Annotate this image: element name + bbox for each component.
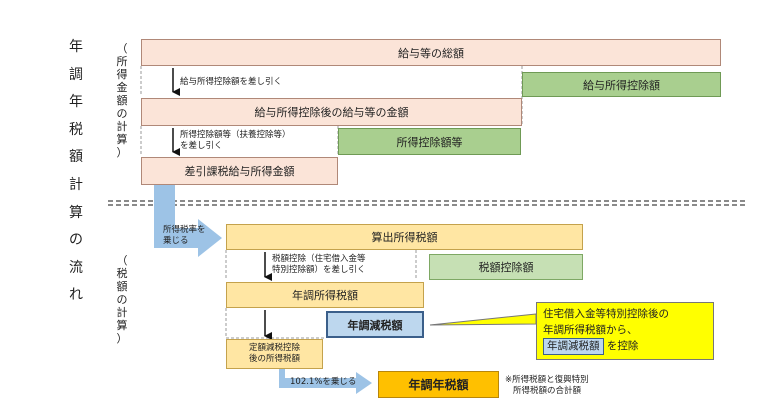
section-char: の [116, 293, 128, 306]
blue-arrow-rate [154, 185, 222, 257]
vertical-title: 年 調 年 税 額 計 算 の 流 れ [66, 34, 86, 310]
footnote-line: ※所得税額と復興特別 [505, 375, 589, 385]
note-line: 税額控除（住宅借入金等 [272, 254, 366, 264]
note-multiply-rate: 所得税率を 乗じる [163, 225, 206, 247]
after-fixed-reduction-box: 定額減税控除 後の所得税額 [226, 339, 323, 369]
note-subtract-salary-deduction: 給与所得控除額を差し引く [180, 77, 283, 87]
section-char: （ [116, 254, 128, 267]
section-char: 計 [116, 306, 128, 319]
footnote: ※所得税額と復興特別 所得税額の合計額 [505, 375, 589, 397]
note-line: 特別控除額）を差し引く [272, 265, 366, 275]
section-char: （ [116, 42, 128, 55]
salary-deduction-box: 給与所得控除額 [522, 72, 721, 97]
section-label-tax: （ 税 額 の 計 算 ） [114, 254, 130, 345]
salary-deduction-label: 給与所得控除額 [583, 78, 660, 92]
section-char: ） [116, 146, 128, 159]
title-char: 額 [69, 149, 83, 166]
annual-reduction-box: 年調減税額 [326, 311, 424, 338]
title-char: れ [69, 287, 83, 304]
callout-line: 住宅借入金等特別控除後の [543, 308, 669, 320]
section-char: 額 [116, 94, 128, 107]
title-char: 税 [69, 121, 83, 138]
callout-pointer [429, 313, 537, 326]
callout-line: 年調所得税額から、 [543, 324, 638, 336]
total-salary-box: 給与等の総額 [141, 39, 721, 66]
annual-income-tax-label: 年調所得税額 [292, 289, 358, 302]
taxable-income-box: 差引課税給与所得金額 [141, 157, 338, 185]
section-char: 金 [116, 81, 128, 94]
tax-credit-box: 税額控除額 [429, 254, 583, 280]
note-line: 所得税率を [163, 225, 206, 235]
final-tax-label: 年調年税額 [408, 378, 469, 392]
section-char: 額 [116, 280, 128, 293]
note-subtract-tax-credit: 税額控除（住宅借入金等 特別控除額）を差し引く [272, 254, 366, 276]
tax-credit-label: 税額控除額 [478, 261, 534, 274]
title-char: 算 [69, 204, 83, 221]
note-line: 所得控除額等（扶養控除等） [180, 130, 291, 140]
note-line: を差し引く [180, 141, 223, 151]
section-char: 算 [116, 133, 128, 146]
section-label-income: （ 所 得 金 額 の 計 算 ） [114, 42, 130, 159]
title-char: 計 [69, 176, 83, 193]
income-deductions-box: 所得控除額等 [338, 128, 521, 155]
title-char: 調 [69, 66, 83, 83]
annual-income-tax-box: 年調所得税額 [226, 282, 424, 308]
taxable-income-label: 差引課税給与所得金額 [184, 165, 295, 178]
callout-reduction-chip: 年調減税額 [543, 338, 604, 355]
computed-tax-box: 算出所得税額 [226, 224, 583, 250]
footnote-line: 所得税額の合計額 [513, 386, 582, 396]
title-char: の [69, 232, 83, 249]
section-char: 計 [116, 120, 128, 133]
final-tax-box: 年調年税額 [378, 371, 499, 398]
callout-tail: を控除 [606, 340, 639, 352]
after-fixed-reduction-line: 後の所得税額 [248, 354, 300, 364]
note-subtract-income-deductions: 所得控除額等（扶養控除等） を差し引く [180, 130, 291, 152]
blue-arrow-102 [279, 366, 372, 394]
note-line: 乗じる [163, 236, 189, 246]
callout-line: 年調減税額 を控除 [543, 338, 707, 355]
salary-after-deduction-box: 給与所得控除後の給与等の金額 [141, 98, 522, 126]
section-char: 得 [116, 68, 128, 81]
section-char: ） [116, 332, 128, 345]
section-char: 税 [116, 267, 128, 280]
title-char: 流 [69, 259, 83, 276]
note-multiply-102: 102.1%を乗じる [290, 377, 357, 387]
title-char: 年 [69, 94, 83, 111]
total-salary-label: 給与等の総額 [398, 46, 464, 60]
title-char: 年 [69, 39, 83, 55]
section-char: の [116, 107, 128, 120]
salary-after-deduction-label: 給与所得控除後の給与等の金額 [254, 106, 409, 119]
computed-tax-label: 算出所得税額 [371, 231, 438, 244]
reduction-callout: 住宅借入金等特別控除後の 年調所得税額から、 年調減税額 を控除 [536, 302, 714, 360]
section-char: 算 [116, 319, 128, 332]
section-char: 所 [116, 55, 128, 68]
income-deductions-label: 所得控除額等 [396, 135, 463, 149]
after-fixed-reduction-line: 定額減税控除 [248, 343, 300, 353]
annual-reduction-label: 年調減税額 [347, 318, 403, 332]
